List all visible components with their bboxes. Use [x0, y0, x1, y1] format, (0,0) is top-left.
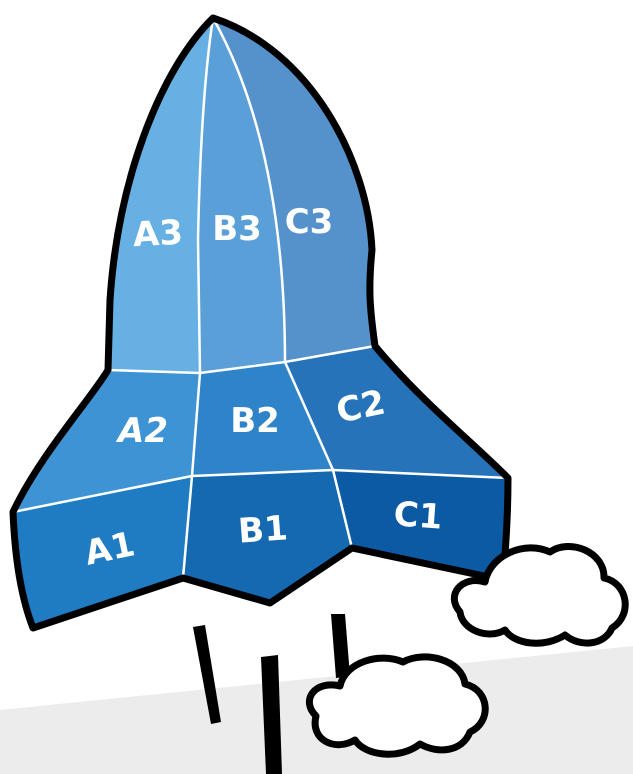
label-A2: A2 [115, 411, 168, 451]
label-A3: A3 [132, 213, 184, 256]
label-B1: B1 [237, 508, 289, 551]
label-B3: B3 [212, 209, 262, 249]
label-C1: C1 [392, 494, 443, 537]
label-B2: B2 [230, 401, 280, 441]
label-C3: C3 [285, 202, 334, 242]
